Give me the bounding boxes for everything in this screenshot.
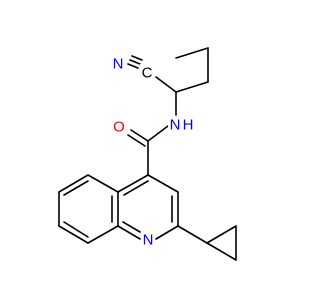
molecule-structure: N C O N H N	[58, 47, 237, 261]
bond-cp-b	[206, 242, 237, 261]
bond-n1-c8a	[117, 225, 141, 240]
bond-c4a-c4-inner	[123, 180, 149, 196]
atom-n-cyano-label: N	[113, 56, 124, 73]
atom-o-carbonyl-label: O	[113, 119, 125, 136]
atom-n-ring: N	[141, 231, 155, 249]
bond-c5-c6-inner	[63, 180, 89, 196]
atom-n-cyano: N	[111, 55, 125, 73]
bond-triple-2	[131, 55, 143, 61]
bond-c7-c8	[58, 225, 89, 244]
bond-ethyl-ch3	[175, 47, 209, 59]
atom-n-amide: N H	[168, 116, 196, 134]
bond-co-double-1	[130, 129, 149, 142]
bond-c2-n1	[155, 225, 179, 240]
atom-n-amide-label: N	[170, 117, 181, 134]
atom-h-amide-label: H	[183, 117, 194, 134]
bond-c4a-c5	[87, 174, 119, 193]
atom-c-cyano: C	[140, 64, 154, 82]
bond-c5-c6	[58, 174, 89, 193]
bond-ch-cnitrile	[155, 76, 177, 93]
bond-co-double-2	[127, 134, 146, 147]
bond-nh-ccarbonyl	[147, 125, 169, 142]
atom-n-ring-label: N	[143, 232, 154, 249]
bond-ch-ch2	[175, 81, 209, 93]
bond-triple-3	[127, 63, 139, 69]
bond-cp-a	[206, 225, 237, 244]
atom-c-cyano-label: C	[142, 65, 153, 82]
bond-c4a-c4	[117, 174, 149, 193]
bond-triple-1	[129, 59, 141, 65]
bond-c4-c3	[147, 174, 179, 193]
bond-c7-c8-inner	[63, 221, 89, 238]
bond-c8-c8a	[87, 225, 119, 244]
atom-o-carbonyl: O	[112, 118, 126, 136]
bond-c2-cp	[177, 225, 208, 244]
bond-n1-c8a-inner	[122, 221, 141, 233]
